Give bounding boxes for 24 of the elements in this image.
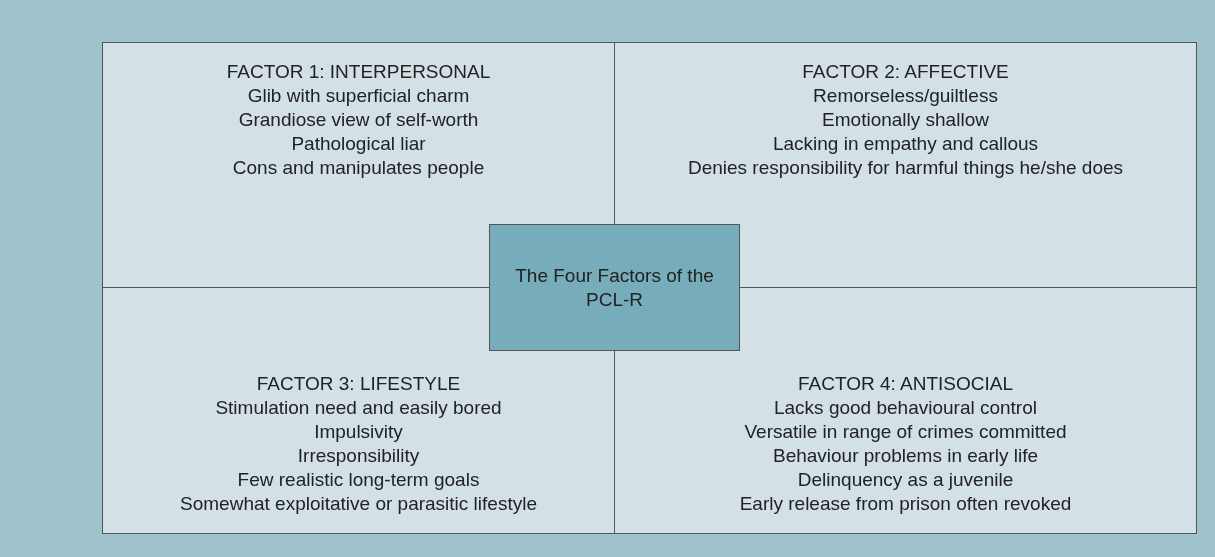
- trait-item: Versatile in range of crimes committed: [744, 420, 1067, 444]
- trait-item: Impulsivity: [314, 420, 403, 444]
- factor-heading: FACTOR 2: AFFECTIVE: [802, 60, 1009, 84]
- factor-heading: FACTOR 3: LIFESTYLE: [256, 372, 461, 396]
- trait-item: Lacks good behavioural control: [774, 396, 1037, 420]
- trait-item: Denies responsibility for harmful things he/she does: [687, 156, 1124, 180]
- trait-item: Glib with superficial charm: [247, 84, 470, 108]
- trait-item: Stimulation need and easily bored: [215, 396, 502, 420]
- trait-item: Remorseless/guiltless: [813, 84, 998, 108]
- trait-item: Pathological liar: [291, 132, 426, 156]
- trait-item: Behaviour problems in early life: [772, 444, 1039, 468]
- trait-item: Cons and manipulates people: [232, 156, 485, 180]
- center-title: The Four Factors of the PCL-R: [514, 263, 715, 312]
- trait-item: Emotionally shallow: [822, 108, 989, 132]
- factor-heading: FACTOR 1: INTERPERSONAL: [226, 60, 491, 84]
- trait-item: Irresponsibility: [297, 444, 420, 468]
- trait-item: Delinquency as a juvenile: [797, 468, 1014, 492]
- trait-item: Few realistic long-term goals: [237, 468, 480, 492]
- trait-item: Grandiose view of self-worth: [238, 108, 479, 132]
- trait-item: Somewhat exploitative or parasitic lifestyle: [180, 492, 537, 516]
- center-box: [489, 224, 740, 351]
- trait-item: Lacking in empathy and callous: [772, 132, 1039, 156]
- factor-heading: FACTOR 4: ANTISOCIAL: [797, 372, 1013, 396]
- trait-item: Early release from prison often revoked: [739, 492, 1072, 516]
